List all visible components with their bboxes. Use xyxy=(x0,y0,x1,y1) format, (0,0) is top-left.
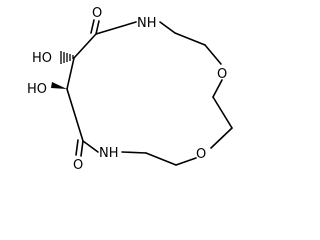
bond-o2-ch2 xyxy=(212,79,223,98)
atom-ho-top: HO xyxy=(32,51,52,66)
atom-nh-bottom: NH xyxy=(99,146,119,161)
bold-wedge-bond xyxy=(51,82,67,89)
atom-ho-bottom: HO xyxy=(27,82,47,97)
molecule-diagram: O NH HO HO O O NH O xyxy=(27,6,233,173)
carbonyl-bonds xyxy=(75,19,100,157)
bond-ch2-o3 xyxy=(210,127,233,149)
structure-drawing: O NH HO HO O O NH O xyxy=(27,6,233,173)
bond-c3-c2 xyxy=(66,57,75,90)
bond-c2-c1 xyxy=(73,33,97,59)
bond-c4-o-b xyxy=(75,139,79,156)
bond-ch2-o2 xyxy=(204,44,222,65)
bond-c1-o-b xyxy=(90,19,95,34)
atom-labels: O NH HO HO O O NH O xyxy=(27,6,227,173)
bond-c4-c3 xyxy=(66,88,84,142)
atom-o-ring-lower: O xyxy=(196,147,206,162)
atom-o-bottom: O xyxy=(73,158,83,173)
atom-o-ring-upper: O xyxy=(217,67,227,82)
hash-wedge-bond xyxy=(60,51,74,64)
bond-ch2-ch2-c xyxy=(145,152,177,166)
ring-bonds xyxy=(66,21,233,166)
bond-n2-c4 xyxy=(82,140,99,153)
bond-ch2-ch2-b xyxy=(212,96,233,129)
bond-n1-ch2 xyxy=(159,21,176,34)
atom-o-top: O xyxy=(92,6,102,21)
bond-ch2-ch2-a xyxy=(174,32,206,46)
atom-nh-top: NH xyxy=(137,16,157,31)
bond-o3-ch2 xyxy=(175,157,197,166)
bond-c1-n1 xyxy=(95,21,137,35)
bond-c4-o-a xyxy=(80,140,84,157)
bond-ch2-n2 xyxy=(121,151,147,154)
bond-c1-o-a xyxy=(95,20,100,35)
